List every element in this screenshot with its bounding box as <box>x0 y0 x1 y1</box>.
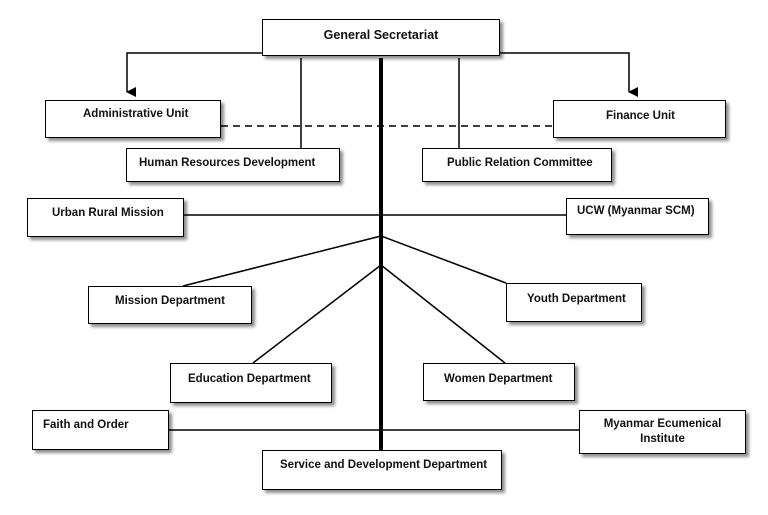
administrative-unit-label: Administrative Unit <box>83 108 189 120</box>
human-resources-label: Human Resources Development <box>139 157 316 169</box>
public-relation-box: Public Relation Committee <box>422 148 612 182</box>
urban-rural-mission-box: Urban Rural Mission <box>27 198 184 237</box>
education-department-box: Education Department <box>170 363 332 403</box>
youth-department-label: Youth Department <box>527 293 626 305</box>
urban-rural-mission-label: Urban Rural Mission <box>52 207 164 219</box>
myanmar-ecumenical-box: Myanmar Ecumenical Institute <box>579 410 746 454</box>
myanmar-ecumenical-label-line2: Institute <box>640 433 685 445</box>
ucw-label: UCW (Myanmar SCM) <box>577 205 695 217</box>
general-secretariat-box: General Secretariat <box>262 19 500 56</box>
education-department-label: Education Department <box>188 373 311 385</box>
human-resources-box: Human Resources Development <box>126 148 340 182</box>
finance-unit-box: Finance Unit <box>553 100 726 138</box>
arrow-to-finance-unit <box>500 52 638 97</box>
administrative-unit-box: Administrative Unit <box>45 100 221 138</box>
women-department-box: Women Department <box>423 363 575 401</box>
myanmar-ecumenical-label-line1: Myanmar Ecumenical <box>603 418 722 430</box>
line-to-women-dept <box>380 264 506 364</box>
faith-and-order-box: Faith and Order <box>32 410 169 450</box>
finance-unit-label: Finance Unit <box>606 110 676 122</box>
mission-department-label: Mission Department <box>115 295 225 307</box>
youth-department-box: Youth Department <box>506 283 642 322</box>
mission-department-box: Mission Department <box>88 286 252 324</box>
line-to-mission-dept <box>182 235 382 287</box>
faith-and-order-label: Faith and Order <box>43 419 129 431</box>
service-development-box: Service and Development Department <box>262 450 502 490</box>
service-development-label: Service and Development Department <box>280 459 488 471</box>
line-to-education-dept <box>252 264 382 364</box>
ucw-box: UCW (Myanmar SCM) <box>566 198 709 235</box>
line-to-youth-dept <box>380 235 507 284</box>
general-secretariat-label: General Secretariat <box>323 28 439 42</box>
public-relation-label: Public Relation Committee <box>447 157 593 169</box>
arrow-to-administrative-unit <box>126 52 262 97</box>
women-department-label: Women Department <box>444 373 553 385</box>
